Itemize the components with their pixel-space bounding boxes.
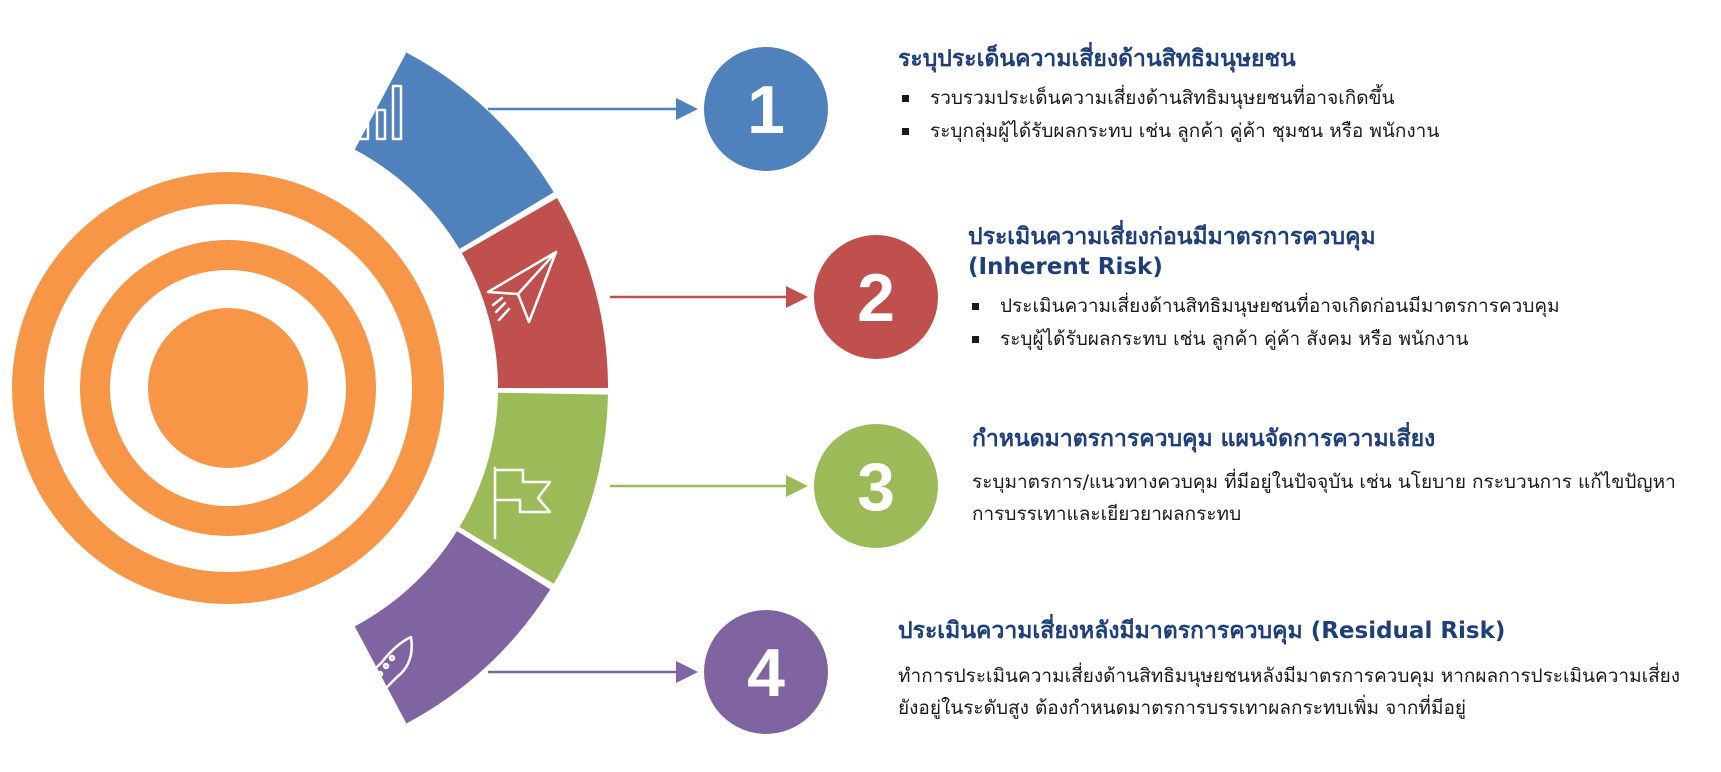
- arrow-head-1: [676, 98, 698, 120]
- step-3-title: กำหนดมาตรการควบคุม แผนจัดการความเสี่ยง: [972, 424, 1712, 454]
- rocket-icon: [342, 635, 413, 714]
- step-circle-3: [814, 424, 938, 548]
- segment-icons: [342, 84, 558, 714]
- step-number-1: 1: [747, 72, 785, 148]
- bar-chart-icon: [342, 84, 403, 141]
- step-3-title-line: กำหนดมาตรการควบคุม แผนจัดการความเสี่ยง: [972, 426, 1436, 452]
- connectors: [488, 98, 808, 683]
- flag-icon: [493, 466, 552, 540]
- step-circle-1: [704, 47, 828, 171]
- arrow-head-3: [786, 475, 808, 497]
- step-1-title-line: ระบุประเด็นความเสี่ยงด้านสิทธิมนุษยชน: [898, 46, 1296, 72]
- step-2-bullets: ประเมินความเสี่ยงด้านสิทธิมนุษยชนที่อาจเ…: [968, 292, 1708, 354]
- arc-segment-1: [354, 52, 554, 249]
- arc-segment-3: [459, 392, 608, 584]
- list-item: ประเมินความเสี่ยงด้านสิทธิมนุษยชนที่อาจเ…: [968, 292, 1708, 321]
- step-4-title: ประเมินความเสี่ยงหลังมีมาตรการควบคุม (Re…: [898, 616, 1698, 646]
- step-2-title-line: ประเมินความเสี่ยงก่อนมีมาตรการควบคุม: [968, 224, 1376, 250]
- step-3-description: ระบุมาตรการ/แนวทางควบคุม ที่มีอยู่ในปัจจ…: [972, 471, 1676, 525]
- step-1-bullets: รวบรวมประเด็นความเสี่ยงด้านสิทธิมนุษยชนท…: [898, 84, 1538, 146]
- step-3-text: กำหนดมาตรการควบคุม แผนจัดการความเสี่ยง ร…: [972, 424, 1712, 530]
- step-2-title-line: (Inherent Risk): [968, 254, 1163, 280]
- step-1-title: ระบุประเด็นความเสี่ยงด้านสิทธิมนุษยชน: [898, 44, 1538, 74]
- arc-segment-2: [461, 198, 608, 388]
- target-graphic: [12, 172, 444, 604]
- step-2-text: ประเมินความเสี่ยงก่อนมีมาตรการควบคุม (In…: [968, 222, 1708, 358]
- number-circles: 1 2 3 4: [704, 47, 938, 734]
- arc-segment-4: [354, 531, 551, 724]
- step-1-text: ระบุประเด็นความเสี่ยงด้านสิทธิมนุษยชน รว…: [898, 44, 1538, 150]
- step-4-text: ประเมินความเสี่ยงหลังมีมาตรการควบคุม (Re…: [898, 616, 1698, 724]
- step-circle-2: [814, 235, 938, 359]
- step-number-2: 2: [857, 260, 895, 336]
- list-item: ระบุผู้ได้รับผลกระทบ เช่น ลูกค้า คู่ค้า …: [968, 325, 1708, 354]
- paper-plane-icon: [486, 250, 558, 324]
- list-item: รวบรวมประเด็นความเสี่ยงด้านสิทธิมนุษยชนท…: [898, 84, 1538, 113]
- step-circle-4: [704, 610, 828, 734]
- arrow-head-2: [786, 286, 808, 308]
- step-4-description: ทำการประเมินความเสี่ยงด้านสิทธิมนุษยชนหล…: [898, 665, 1681, 719]
- list-item: ระบุกลุ่มผู้ได้รับผลกระทบ เช่น ลูกค้า คู…: [898, 117, 1538, 146]
- arc-segments: [354, 52, 608, 724]
- arrow-head-4: [676, 661, 698, 683]
- step-2-title: ประเมินความเสี่ยงก่อนมีมาตรการควบคุม (In…: [968, 222, 1708, 282]
- step-4-title-line: ประเมินความเสี่ยงหลังมีมาตรการควบคุม (Re…: [898, 618, 1506, 644]
- step-number-4: 4: [747, 635, 785, 711]
- step-number-3: 3: [857, 449, 895, 525]
